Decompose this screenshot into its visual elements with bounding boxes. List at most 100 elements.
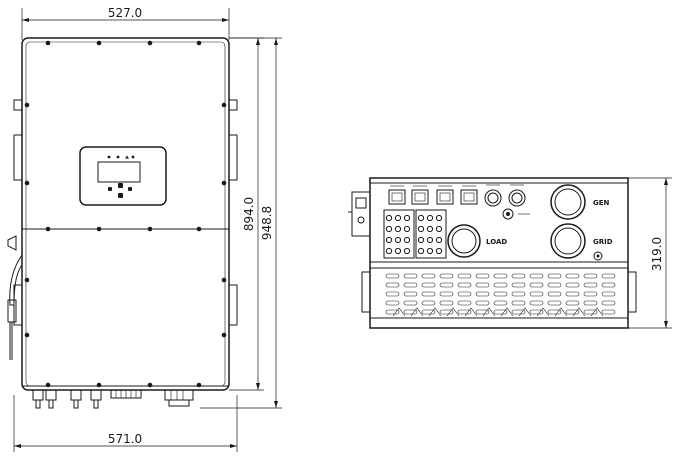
vent-chevron bbox=[536, 307, 550, 317]
screw bbox=[96, 226, 102, 232]
vent-slot bbox=[583, 282, 598, 288]
vent-slot bbox=[529, 291, 544, 297]
load-label: LOAD bbox=[486, 238, 507, 246]
depth-label: 319.0 bbox=[650, 237, 664, 271]
vent-slot bbox=[439, 300, 454, 306]
vent-slot bbox=[583, 300, 598, 306]
vent-slot bbox=[529, 282, 544, 288]
gen-port: GEN bbox=[550, 184, 610, 220]
vent-slot bbox=[457, 291, 472, 297]
vent-slot bbox=[601, 282, 616, 288]
screw bbox=[147, 226, 153, 232]
pv-terminal-hole bbox=[394, 247, 402, 255]
vent-slot bbox=[547, 282, 562, 288]
screw bbox=[96, 382, 102, 388]
vent-slot bbox=[529, 300, 544, 306]
overall-width-dimension: 571.0 bbox=[13, 395, 238, 452]
vent-slot bbox=[511, 300, 526, 306]
vent-slot bbox=[601, 291, 616, 297]
screw bbox=[196, 226, 202, 232]
width-label: 527.0 bbox=[108, 6, 142, 20]
grid-label: GRID bbox=[593, 238, 613, 246]
vent-slot bbox=[547, 300, 562, 306]
vent-slot bbox=[565, 273, 580, 279]
pv-terminal-hole bbox=[385, 225, 393, 233]
vent-slot bbox=[421, 273, 436, 279]
screw bbox=[196, 40, 202, 46]
side-enclosure bbox=[369, 177, 629, 329]
pv-terminal-hole bbox=[426, 236, 434, 244]
vent-slot bbox=[475, 309, 490, 315]
pv-terminal-hole bbox=[417, 225, 425, 233]
vent-chevron bbox=[590, 307, 604, 317]
vent-chevron bbox=[392, 307, 406, 317]
screw bbox=[24, 277, 30, 283]
load-port: LOAD bbox=[447, 224, 507, 258]
vent-slot bbox=[403, 309, 418, 315]
vent-chevron bbox=[464, 307, 478, 317]
vent-slot bbox=[529, 309, 544, 315]
vent-slot bbox=[583, 309, 598, 315]
screw bbox=[45, 226, 51, 232]
vent-slot bbox=[403, 300, 418, 306]
vent-chevron bbox=[410, 307, 424, 317]
vent-slot bbox=[439, 291, 454, 297]
vent-slot bbox=[493, 282, 508, 288]
side-view: LOAD GEN GRID 319.0 bbox=[348, 177, 672, 329]
vent-slot bbox=[529, 273, 544, 279]
pv-terminal-hole bbox=[417, 236, 425, 244]
cable-glands-small bbox=[484, 184, 530, 220]
body-height-dimension: 894.0 bbox=[229, 37, 264, 391]
vent-slot bbox=[511, 273, 526, 279]
vent-slot bbox=[583, 273, 598, 279]
vent-slot bbox=[601, 309, 616, 315]
screw bbox=[221, 332, 227, 338]
ventilation-grille bbox=[385, 273, 616, 317]
vent-slot bbox=[421, 300, 436, 306]
screw bbox=[221, 102, 227, 108]
vent-slot bbox=[385, 309, 400, 315]
vent-slot bbox=[439, 273, 454, 279]
width-dimension: 527.0 bbox=[21, 6, 230, 40]
vent-slot bbox=[421, 309, 436, 315]
pv-terminal-hole bbox=[403, 236, 411, 244]
vent-slot bbox=[511, 282, 526, 288]
grid-port: GRID bbox=[550, 223, 613, 261]
screw bbox=[147, 382, 153, 388]
pv-terminal-hole bbox=[435, 247, 443, 255]
vent-slot bbox=[565, 300, 580, 306]
vent-slot bbox=[457, 282, 472, 288]
vent-slot bbox=[511, 291, 526, 297]
vent-slot bbox=[583, 291, 598, 297]
pv-terminal-hole bbox=[385, 247, 393, 255]
vent-chevron bbox=[572, 307, 586, 317]
screw bbox=[147, 40, 153, 46]
pv-terminal-hole bbox=[403, 247, 411, 255]
pv-terminal-blocks bbox=[383, 209, 447, 259]
pv-terminal-hole bbox=[417, 214, 425, 222]
pv-terminal-hole bbox=[394, 214, 402, 222]
vent-slot bbox=[385, 300, 400, 306]
pv-terminal-hole bbox=[435, 225, 443, 233]
bottom-connectors bbox=[22, 385, 229, 409]
pv-terminal-hole bbox=[385, 214, 393, 222]
front-view: 527.0 bbox=[7, 6, 282, 452]
vent-slot bbox=[547, 291, 562, 297]
pv-terminal-hole bbox=[417, 247, 425, 255]
vent-slot bbox=[475, 300, 490, 306]
vent-slot bbox=[475, 291, 490, 297]
pv-terminal-hole bbox=[435, 236, 443, 244]
vent-slot bbox=[601, 273, 616, 279]
vent-chevron bbox=[446, 307, 460, 317]
vent-slot bbox=[493, 273, 508, 279]
overall-width-label: 571.0 bbox=[108, 432, 142, 446]
vent-slot bbox=[403, 273, 418, 279]
vent-slot bbox=[565, 309, 580, 315]
front-enclosure bbox=[21, 37, 230, 391]
screw bbox=[24, 332, 30, 338]
vent-slot bbox=[601, 300, 616, 306]
vent-slot bbox=[403, 291, 418, 297]
screw bbox=[24, 180, 30, 186]
pv-terminal-hole bbox=[426, 225, 434, 233]
